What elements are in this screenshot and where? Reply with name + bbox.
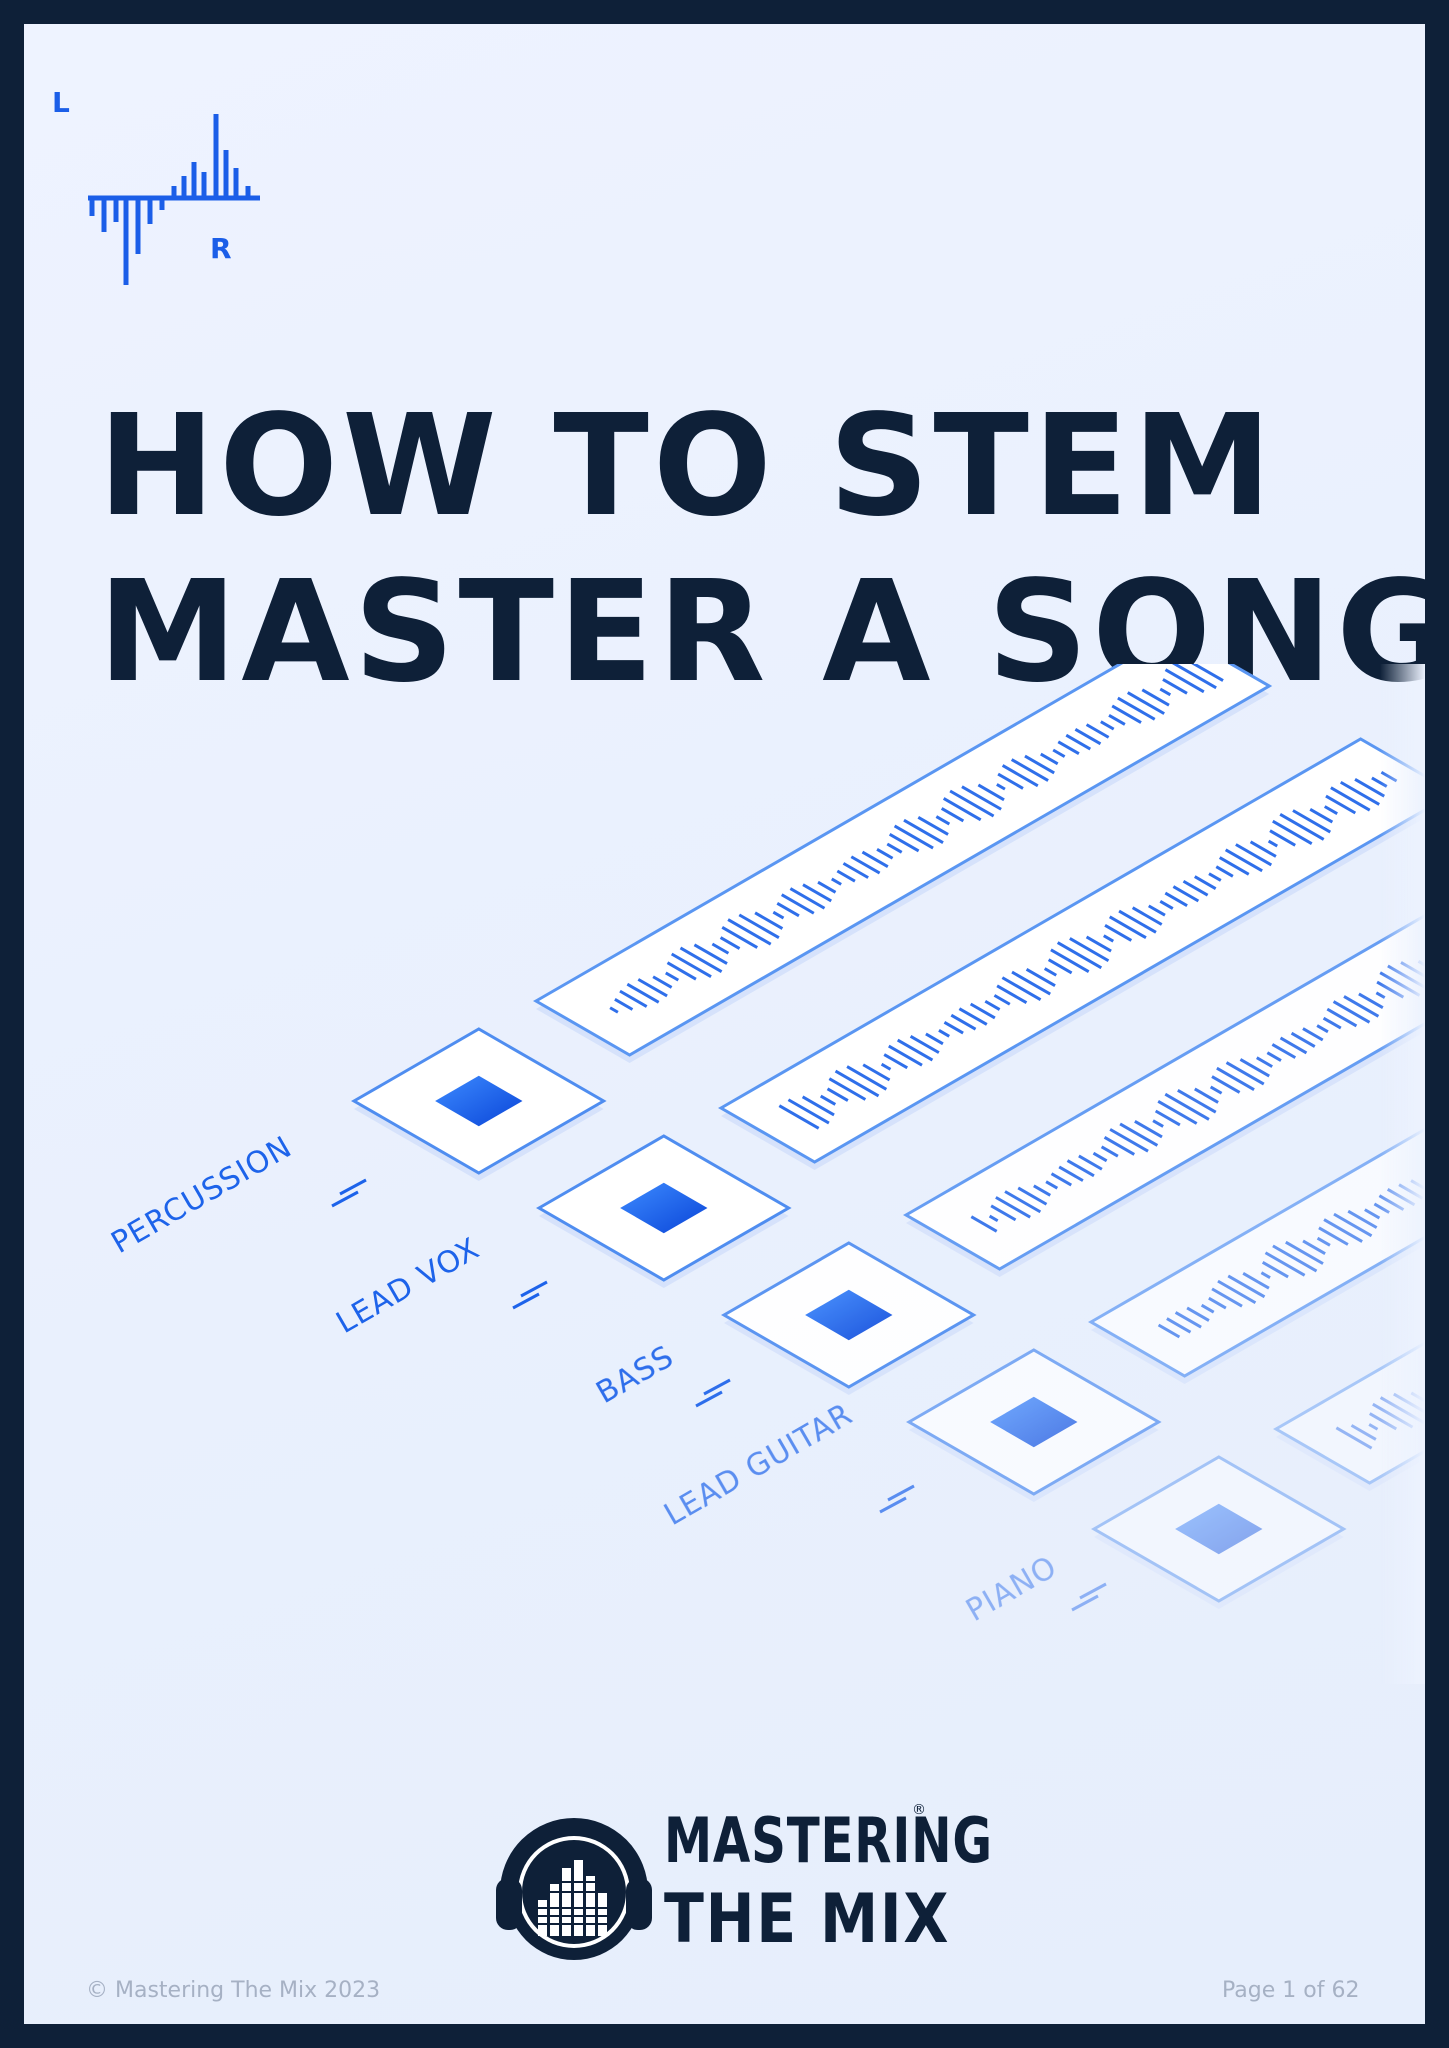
stem-square-icon (990, 1396, 1078, 1448)
stem-label: PIANO (961, 1549, 1064, 1629)
logo-letter-left: L (52, 86, 70, 119)
headphones-meter-icon (496, 1818, 652, 1960)
stem-label: BASS (591, 1339, 681, 1411)
brand-logo: MASTERING ® THE MIX (494, 1784, 992, 1974)
footer-page-number: Page 1 of 62 (1222, 1978, 1360, 2003)
stem-square-icon (805, 1289, 893, 1341)
stem-square-icon (620, 1182, 708, 1234)
registered-mark: ® (912, 1802, 926, 1818)
lr-waveform-icon (88, 114, 262, 285)
logo-letter-right: R (210, 232, 232, 265)
title-line-1: HOW TO STEM (98, 385, 1276, 548)
stem-label: LEAD VOX (331, 1231, 486, 1341)
stem-square-icon (435, 1075, 523, 1127)
footer-copyright: © Mastering The Mix 2023 (86, 1978, 381, 2003)
stem-waveform (609, 664, 1224, 1014)
stem-label: PERCUSSION (106, 1129, 299, 1260)
document-page: L R HOW TO STEM MASTER A SONG PERCUSSION… (24, 24, 1425, 2024)
brand-name-line-2: THE MIX (664, 1880, 951, 1959)
brand-name-line-1: MASTERING (664, 1804, 993, 1877)
lr-waveform-logo (60, 86, 262, 296)
stem-label: LEAD GUITAR (659, 1397, 859, 1533)
